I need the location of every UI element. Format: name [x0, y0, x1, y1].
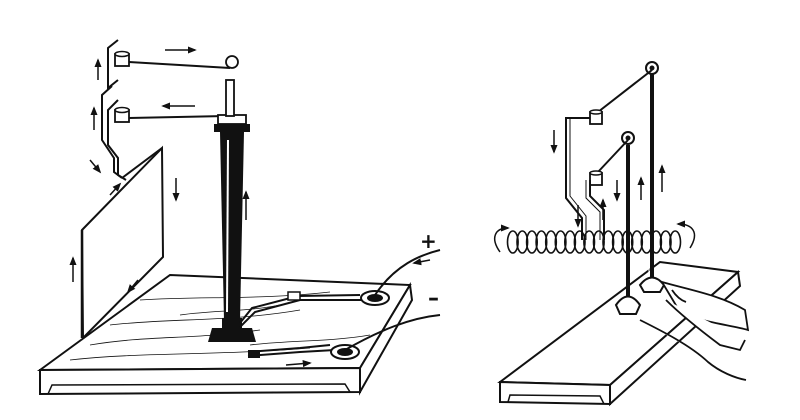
mercury-cup-right-top: [589, 109, 603, 125]
coil-loop: [592, 230, 605, 254]
mercury-cup-right-bottom: [589, 170, 603, 186]
coil-loop: [554, 230, 567, 254]
terminal-negative: [330, 344, 360, 360]
coil-loop: [630, 230, 644, 254]
current-arrows-left: [69, 46, 431, 368]
coil-loop: [516, 230, 529, 254]
rectangular-frame: [80, 145, 165, 341]
mercury-cup-top: [114, 50, 130, 67]
hanging-wire: [101, 39, 163, 181]
coil-loop: [611, 230, 625, 254]
hanging-frame: [565, 117, 605, 240]
negative-label: –: [428, 286, 439, 311]
column: [208, 55, 256, 342]
base-wires: [239, 294, 362, 357]
coil-loop: [525, 230, 539, 254]
coil-loop: [544, 230, 558, 254]
coil-loop: [659, 230, 672, 254]
current-arrows-right: [550, 130, 666, 228]
coil-loop: [649, 230, 663, 254]
mercury-cup-bottom: [114, 106, 130, 123]
coil-loop: [563, 230, 577, 254]
positive-label: +: [420, 229, 437, 253]
coil-loop: [602, 230, 615, 254]
right-apparatus: [493, 61, 750, 407]
coil-loop: [669, 230, 682, 254]
short-rod: [614, 131, 642, 315]
solenoid-coil: [506, 230, 682, 254]
hand-illustration: [639, 280, 750, 381]
coil-loop: [535, 230, 548, 254]
terminal-positive: [360, 290, 390, 306]
coil-loop: [583, 230, 596, 254]
coil-loop: [640, 230, 653, 254]
coil-loop: [573, 230, 586, 254]
left-apparatus: + –: [36, 39, 441, 396]
coil-loop: [506, 230, 519, 254]
coil-loop: [621, 230, 634, 254]
tall-rod: [638, 61, 666, 293]
